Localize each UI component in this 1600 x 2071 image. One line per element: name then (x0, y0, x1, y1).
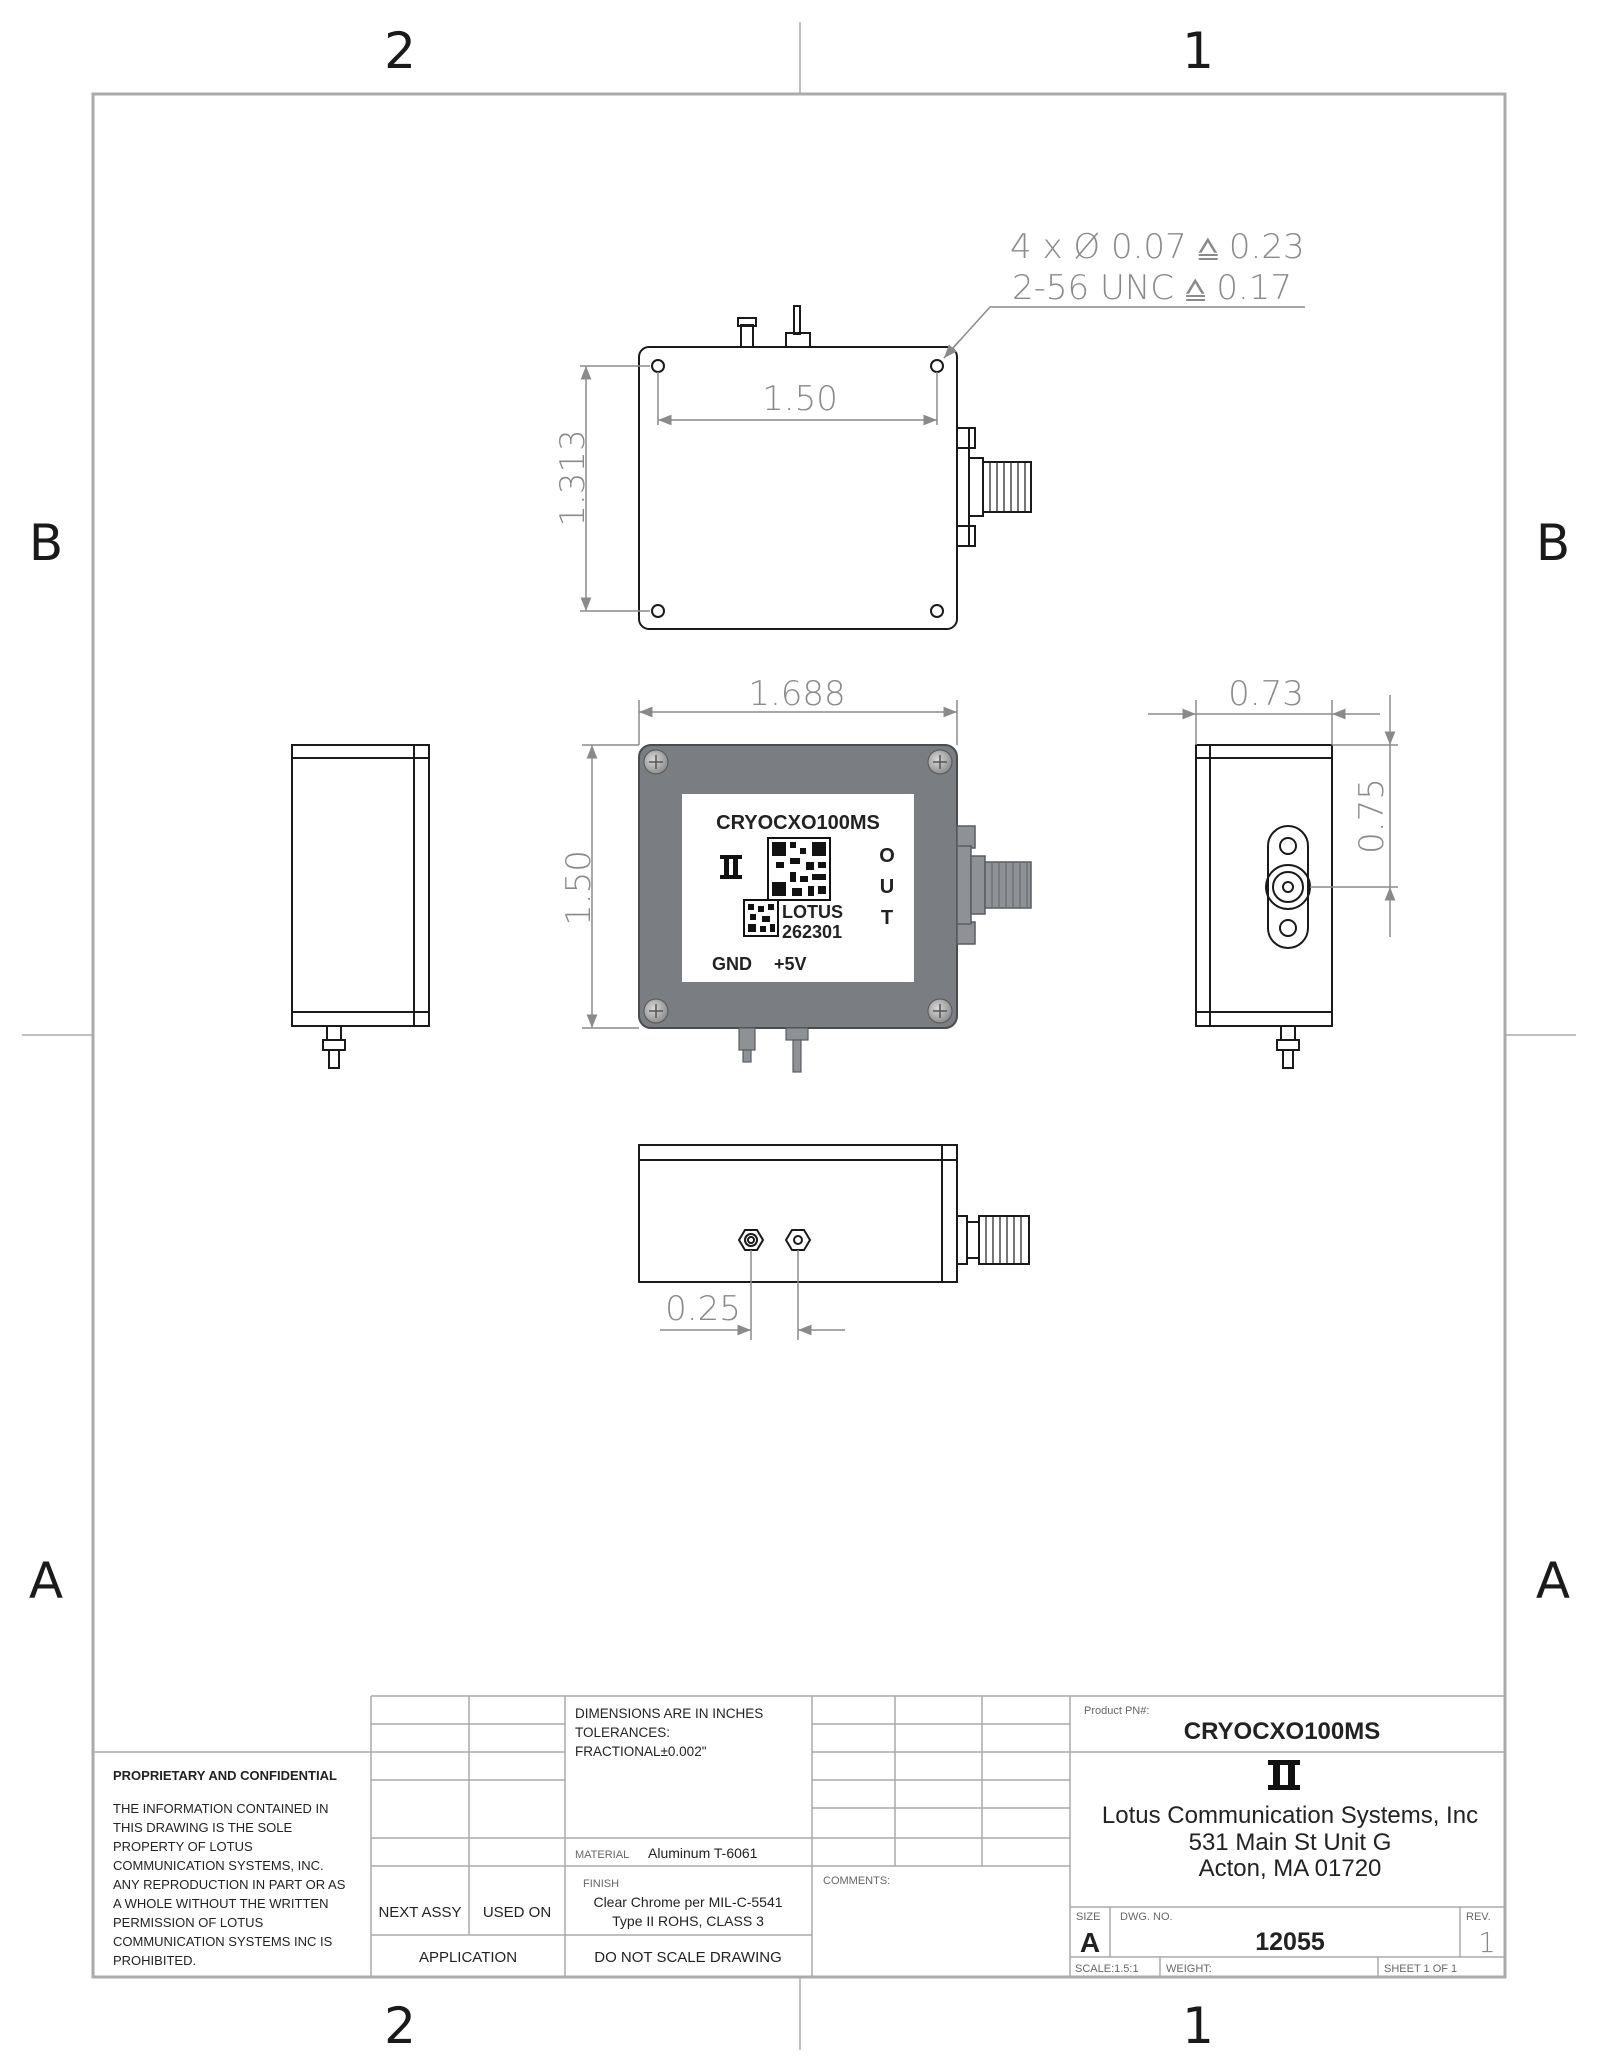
lotus-logo-icon (720, 855, 742, 879)
pin-icon (738, 1027, 809, 1073)
company-city: Acton, MA 01720 (1199, 1855, 1382, 1882)
top-view (638, 305, 1032, 630)
hole-callout: 4 x Ø 0.07 ⩠ 0.23 (1010, 227, 1305, 267)
bottom-view (638, 1144, 1030, 1283)
comments-label: COMMENTS: (823, 1875, 890, 1887)
dwg-no-value: 12055 (1255, 1928, 1325, 1956)
zone-right-b: B (1536, 514, 1570, 572)
sheet-label: SHEET 1 OF 1 (1384, 1963, 1457, 1975)
left-side-view (291, 744, 430, 1069)
proprietary-line: COMMUNICATION SYSTEMS, INC. (113, 1858, 324, 1873)
zone-bottom-1: 1 (1182, 1997, 1214, 2055)
proprietary-line: PROPERTY OF LOTUS (113, 1839, 253, 1854)
size-value: A (1080, 1927, 1100, 1958)
dim-front-width: 1.688 (748, 674, 845, 714)
product-pn-label: Product PN#: (1084, 1705, 1149, 1717)
label-vcc: +5V (774, 954, 807, 974)
rev-value: 1 (1478, 1926, 1496, 1959)
screw-icon (643, 749, 953, 1024)
proprietary-line: THIS DRAWING IS THE SOLE (113, 1820, 292, 1835)
label-out-t: T (881, 907, 893, 929)
data-matrix-icon (743, 899, 779, 937)
dimensions-note-line: DIMENSIONS ARE IN INCHES (575, 1706, 763, 1721)
proprietary-line: PROHIBITED. (113, 1953, 196, 1968)
qr-code-icon (767, 837, 831, 901)
label-out-u: U (880, 876, 894, 898)
used-on-label: USED ON (483, 1904, 551, 1921)
dim-side-width: 0.73 (1228, 674, 1304, 714)
weight-label: WEIGHT: (1166, 1963, 1212, 1975)
zone-left-a: A (29, 1552, 63, 1610)
application-label: APPLICATION (419, 1949, 517, 1966)
sma-connector-icon (956, 825, 1032, 945)
dim-pin-spacing: 0.25 (665, 1289, 741, 1329)
label-out-o: O (879, 845, 895, 867)
zone-top-1: 1 (1182, 22, 1214, 80)
zone-right-a: A (1536, 1552, 1570, 1610)
proprietary-line: THE INFORMATION CONTAINED IN (113, 1801, 328, 1816)
proprietary-line: PERMISSION OF LOTUS (113, 1915, 264, 1930)
dimensions-note-line: TOLERANCES: (575, 1725, 670, 1740)
finish-value-line: Type II ROHS, CLASS 3 (612, 1913, 764, 1929)
dim-top-height: 1.313 (553, 429, 593, 526)
material-label: MATERIAL (575, 1849, 629, 1861)
do-not-scale-note: DO NOT SCALE DRAWING (594, 1949, 782, 1966)
dimensions (580, 306, 1398, 1340)
finish-label: FINISH (583, 1878, 619, 1890)
title-block (93, 1695, 1505, 1977)
size-label: SIZE (1076, 1911, 1100, 1923)
proprietary-line: A WHOLE WITHOUT THE WRITTEN (113, 1896, 328, 1911)
proprietary-title: PROPRIETARY AND CONFIDENTIAL (113, 1768, 337, 1783)
zone-left-b: B (29, 514, 63, 572)
company-name: Lotus Communication Systems, Inc (1102, 1802, 1478, 1829)
sheet-frame (22, 22, 1576, 2050)
label-gnd: GND (712, 954, 752, 974)
label-brand: LOTUS (782, 902, 843, 922)
zone-bottom-2: 2 (384, 1997, 416, 2055)
company-logo-icon (1268, 1760, 1300, 1790)
dim-side-height: 0.75 (1352, 778, 1392, 854)
dim-top-width: 1.50 (762, 379, 838, 419)
thread-callout: 2-56 UNC ⩠ 0.17 (1012, 268, 1292, 308)
rev-label: REV. (1466, 1911, 1491, 1923)
product-pn-value: CRYOCXO100MS (1184, 1718, 1381, 1745)
material-value: Aluminum T-6061 (648, 1845, 758, 1861)
zone-top-2: 2 (384, 22, 416, 80)
dim-front-height: 1.50 (559, 850, 599, 926)
next-assy-label: NEXT ASSY (378, 1904, 461, 1921)
dwg-no-label: DWG. NO. (1120, 1911, 1173, 1923)
label-part-number: CRYOCXO100MS (716, 812, 880, 834)
proprietary-line: COMMUNICATION SYSTEMS INC IS (113, 1934, 333, 1949)
right-side-view (1195, 744, 1333, 1069)
front-view: CRYOCXO100MS LOTUS 262301 GND +5V O U T (638, 744, 1032, 1073)
dimensions-note-line: FRACTIONAL±0.002" (575, 1744, 707, 1759)
scale-label: SCALE:1.5:1 (1075, 1963, 1139, 1975)
label-serial: 262301 (782, 922, 842, 942)
company-address: 531 Main St Unit G (1189, 1829, 1392, 1856)
proprietary-line: ANY REPRODUCTION IN PART OR AS (113, 1877, 346, 1892)
proprietary-text: THE INFORMATION CONTAINED IN THIS DRAWIN… (113, 1801, 346, 1968)
finish-value-line: Clear Chrome per MIL-C-5541 (593, 1894, 782, 1910)
